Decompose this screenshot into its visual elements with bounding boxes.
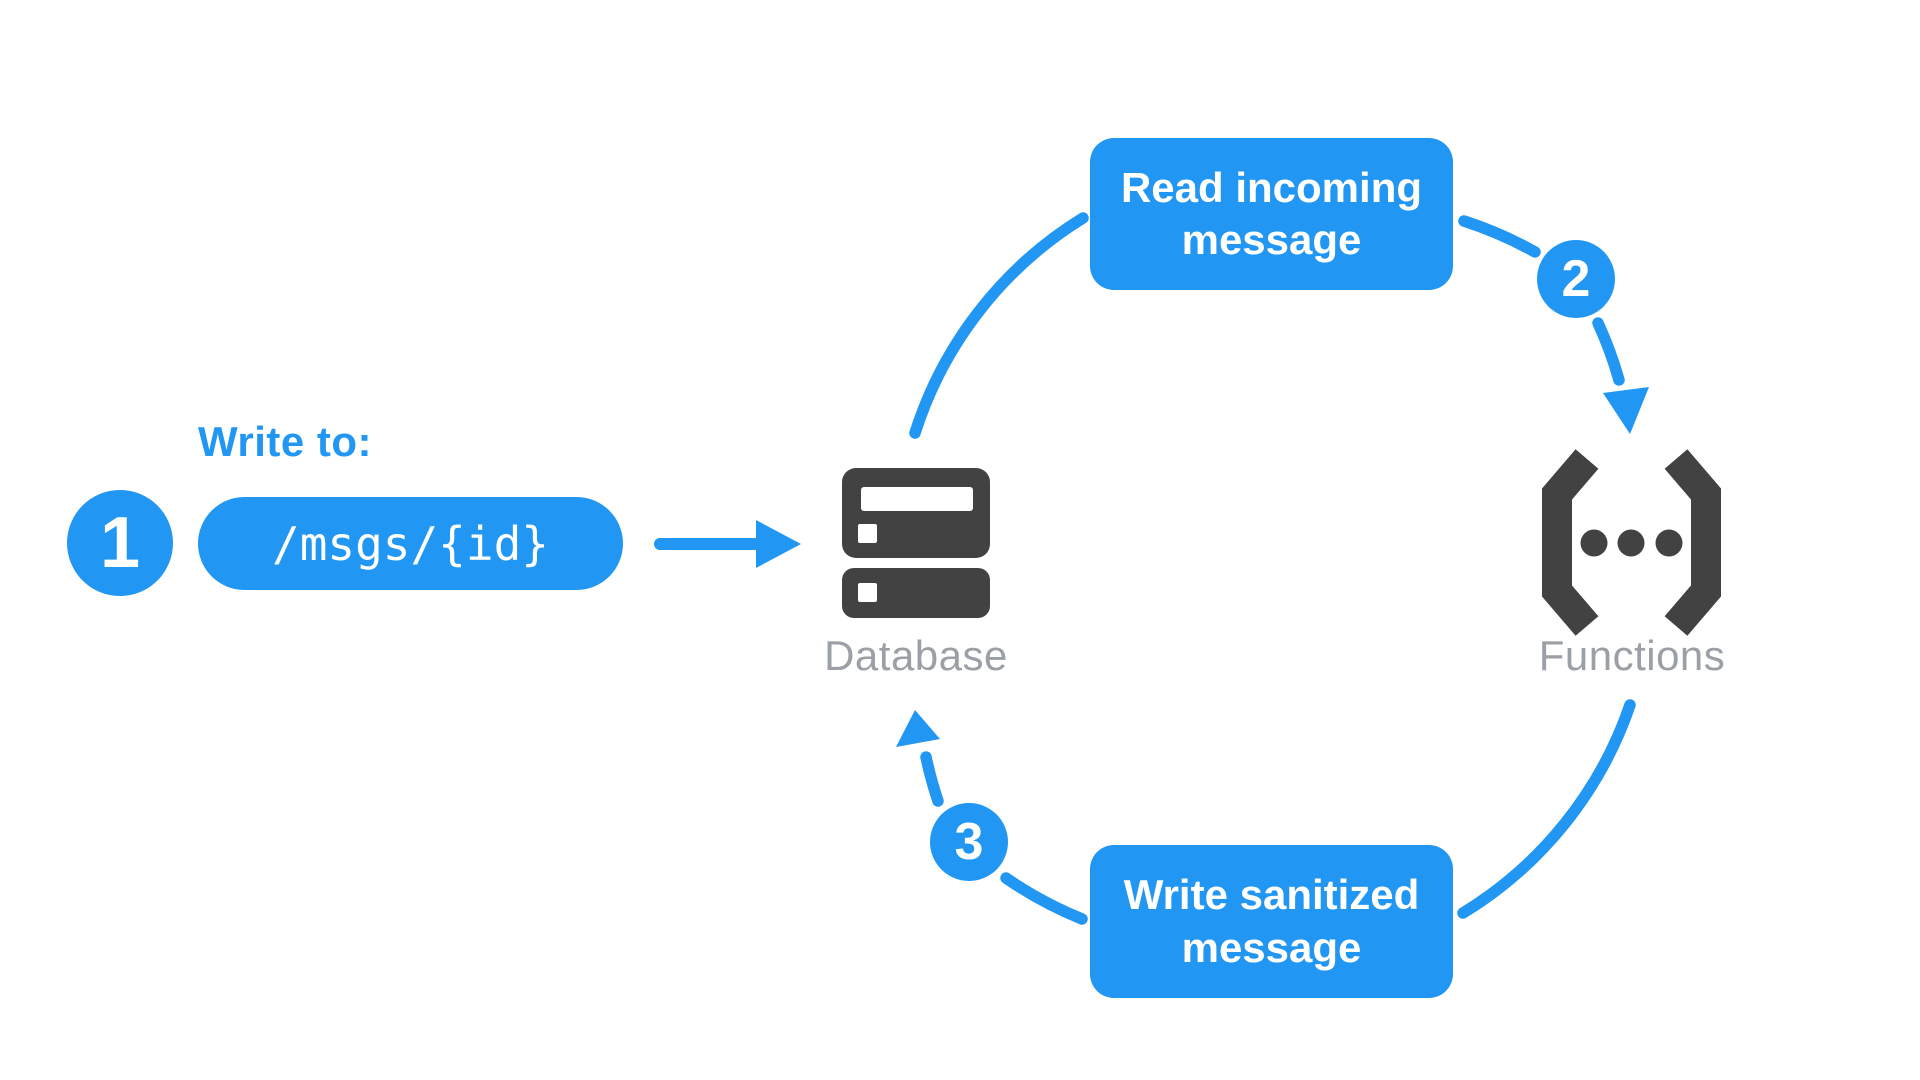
right-arrow-icon xyxy=(654,520,801,568)
read-message-box: Read incoming message xyxy=(1090,138,1453,290)
step-badge-2-number: 2 xyxy=(1561,250,1591,308)
functions-label: Functions xyxy=(1538,632,1726,679)
step-badge-2: 2 xyxy=(1537,240,1615,318)
database-icon-led-bottom xyxy=(858,583,877,602)
functions-icon-left-bracket xyxy=(1542,449,1599,636)
step-badge-1: 1 xyxy=(67,490,173,596)
database-icon xyxy=(842,468,990,618)
write-message-label: Write sanitized message xyxy=(1123,871,1420,971)
write-to-heading: Write to: xyxy=(198,418,373,465)
arc-write-box-to-badge-3 xyxy=(1000,872,1088,925)
arc-arrow-down-icon xyxy=(1592,317,1649,434)
database-icon-bottom-unit xyxy=(842,568,990,618)
step-badge-1-number: 1 xyxy=(99,503,141,583)
path-pill: /msgs/{id} xyxy=(198,497,623,590)
arc-badge-2-to-functions xyxy=(1592,317,1625,386)
arc-database-to-read-box xyxy=(909,212,1089,439)
step-badge-3-number: 3 xyxy=(954,813,984,871)
functions-icon-dot-3 xyxy=(1655,529,1683,557)
arc-arrow-down-head xyxy=(1603,387,1649,434)
arc-functions-to-write-box xyxy=(1457,699,1636,919)
step-badge-3: 3 xyxy=(930,803,1008,881)
right-arrow-head xyxy=(756,520,801,568)
database-icon-led-top xyxy=(858,524,877,543)
read-message-label: Read incoming message xyxy=(1120,163,1423,263)
functions-icon-dot-2 xyxy=(1617,529,1645,557)
write-message-box: Write sanitized message xyxy=(1090,845,1453,998)
arc-arrow-up-icon xyxy=(896,710,944,807)
database-icon-top-unit xyxy=(842,468,990,558)
functions-icon-right-bracket xyxy=(1664,449,1721,636)
arc-arrow-up-head xyxy=(896,710,940,747)
database-label: Database xyxy=(824,632,1008,679)
database-icon-slot xyxy=(861,487,973,511)
arc-badge-3-to-database xyxy=(920,751,944,807)
arc-read-box-to-badge-2 xyxy=(1458,215,1541,258)
path-pill-label: /msgs/{id} xyxy=(272,516,549,571)
functions-icon-dot-1 xyxy=(1580,529,1608,557)
functions-icon xyxy=(1542,449,1721,636)
